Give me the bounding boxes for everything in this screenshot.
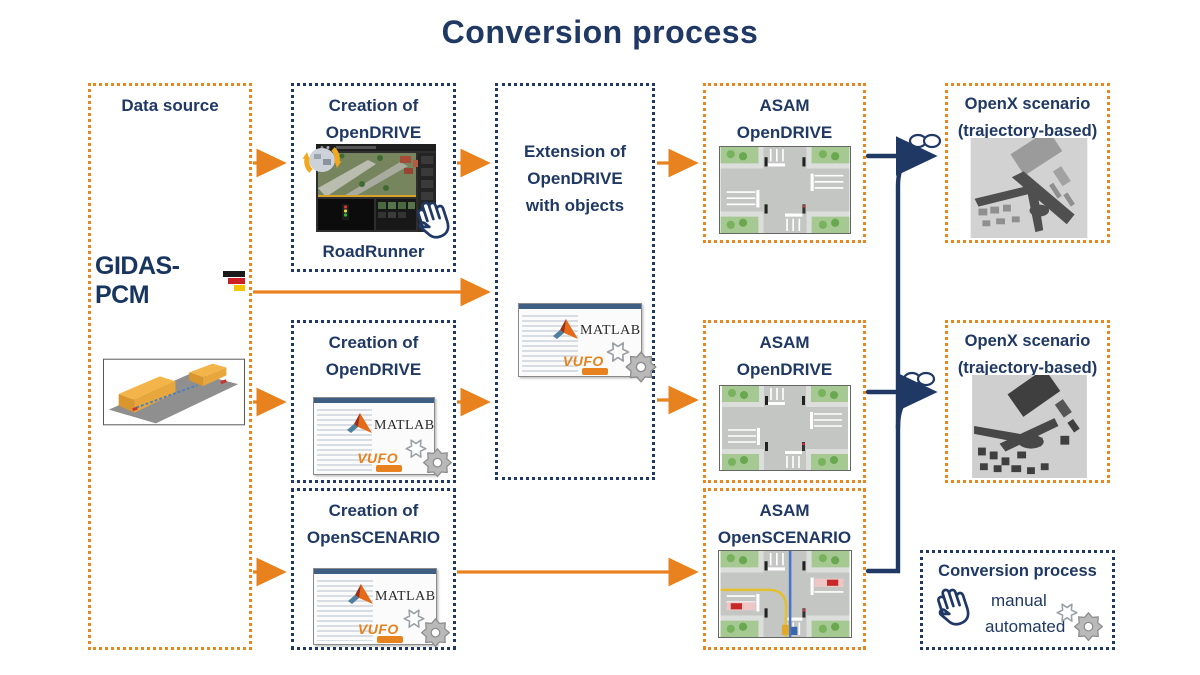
gidas-pcm-logo: GIDAS-PCM: [95, 252, 245, 310]
circular-arrows-icon: [302, 147, 342, 173]
asam-opendrive-title-2: OpenDRIVE: [736, 123, 833, 142]
asam-opendrive-title-1: ASAM: [759, 96, 810, 115]
creation-opendrive-matlab-box: Creation of OpenDRIVE MATLAB VUFO: [291, 320, 456, 483]
gears-icon: [403, 609, 451, 648]
openx-scenario-box-2: OpenX scenario (trajectory-based): [945, 320, 1110, 483]
matlab-window-titlebar: [314, 398, 434, 403]
matlab-screenshot: MATLAB VUFO: [518, 303, 642, 377]
intersection-image: [719, 385, 851, 471]
matlab-screenshot: MATLAB VUFO: [313, 568, 437, 645]
german-flag-icon: [223, 271, 245, 291]
asam-openscenario-title-2: OpenSCENARIO: [717, 528, 852, 547]
asam-opendrive-box-1: ASAM OpenDRIVE: [703, 83, 866, 243]
creation-openscenario-title-2: OpenSCENARIO: [306, 528, 441, 547]
creation-roadrunner-title-2: OpenDRIVE: [325, 123, 422, 142]
gears-icon: [606, 342, 657, 383]
matlab-wordmark: MATLAB: [580, 322, 641, 338]
roadrunner-label: RoadRunner: [322, 242, 425, 261]
asam-openscenario-box: ASAM OpenSCENARIO: [703, 488, 866, 650]
chain-link-icon: [902, 371, 936, 387]
asam-opendrive-box-2: ASAM OpenDRIVE: [703, 320, 866, 483]
vufo-tag: [377, 635, 404, 643]
openx-title-1: OpenX scenario: [964, 332, 1091, 350]
matlab-logo-icon: [347, 413, 373, 434]
vufo-logo: VUFO: [357, 450, 399, 467]
asam-openscenario-title-1: ASAM: [759, 501, 810, 520]
data-source-box: Data source GIDAS-PCM: [88, 83, 252, 650]
creation-opendrive-title-2: OpenDRIVE: [325, 360, 422, 379]
legend-manual-label: manual: [991, 591, 1047, 610]
extension-title-1: Extension of: [523, 142, 626, 161]
gidas-pcm-logo-text: GIDAS-PCM: [95, 252, 180, 309]
data-source-label: Data source: [121, 96, 219, 115]
creation-roadrunner-title-1: Creation of: [328, 96, 419, 115]
openx-map-image: [970, 138, 1088, 238]
connector-asam-openscenario-to-openx-2: [895, 390, 929, 431]
matlab-wordmark: MATLAB: [375, 588, 436, 604]
vufo-tag: [582, 367, 609, 375]
chain-link-icon: [908, 133, 942, 149]
asam-opendrive-title-1: ASAM: [759, 333, 810, 352]
matlab-screenshot: MATLAB VUFO: [313, 397, 435, 475]
matlab-wordmark: MATLAB: [374, 417, 435, 433]
openx-title-2: (trajectory-based): [957, 122, 1098, 140]
extension-title-2: OpenDRIVE: [527, 169, 623, 188]
asam-opendrive-title-2: OpenDRIVE: [736, 360, 833, 379]
creation-opendrive-title-1: Creation of: [328, 333, 419, 352]
openx-scenario-box-1: OpenX scenario (trajectory-based): [945, 83, 1110, 243]
vufo-logo: VUFO: [562, 352, 604, 369]
legend-automated-label: automated: [985, 617, 1066, 636]
pcm-scene-image: [103, 358, 245, 426]
openx-map-image: [972, 375, 1087, 478]
page-title: Conversion process: [441, 14, 759, 50]
matlab-window-titlebar: [314, 569, 436, 574]
roadrunner-screenshot: [316, 144, 436, 232]
matlab-window-titlebar: [519, 304, 641, 309]
gears-icon: [405, 439, 453, 478]
matlab-code-lines: [317, 406, 373, 471]
connector-asam-openscenario-to-openx-1: [865, 153, 931, 574]
creation-openscenario-box: Creation of OpenSCENARIO MATLAB VUFO: [291, 488, 456, 650]
gears-icon: [1056, 603, 1104, 642]
matlab-code-lines: [522, 312, 579, 373]
matlab-logo-icon: [347, 584, 373, 604]
vufo-logo: VUFO: [357, 620, 399, 637]
intersection-image: [719, 146, 851, 234]
openx-title-2: (trajectory-based): [957, 359, 1098, 377]
legend-box: Conversion process manual automated: [920, 550, 1115, 650]
legend-title: Conversion process: [938, 562, 1097, 580]
creation-openscenario-title-1: Creation of: [328, 501, 419, 520]
creation-opendrive-roadrunner-box: Creation of OpenDRIVE: [291, 83, 456, 272]
scenario-intersection-image: [718, 550, 852, 638]
extension-opendrive-box: Extension of OpenDRIVE with objects MATL…: [495, 83, 657, 480]
vufo-tag: [376, 465, 403, 473]
matlab-code-lines: [317, 577, 374, 641]
matlab-logo-icon: [552, 318, 578, 339]
extension-title-3: with objects: [525, 196, 625, 215]
openx-title-1: OpenX scenario: [964, 95, 1091, 113]
